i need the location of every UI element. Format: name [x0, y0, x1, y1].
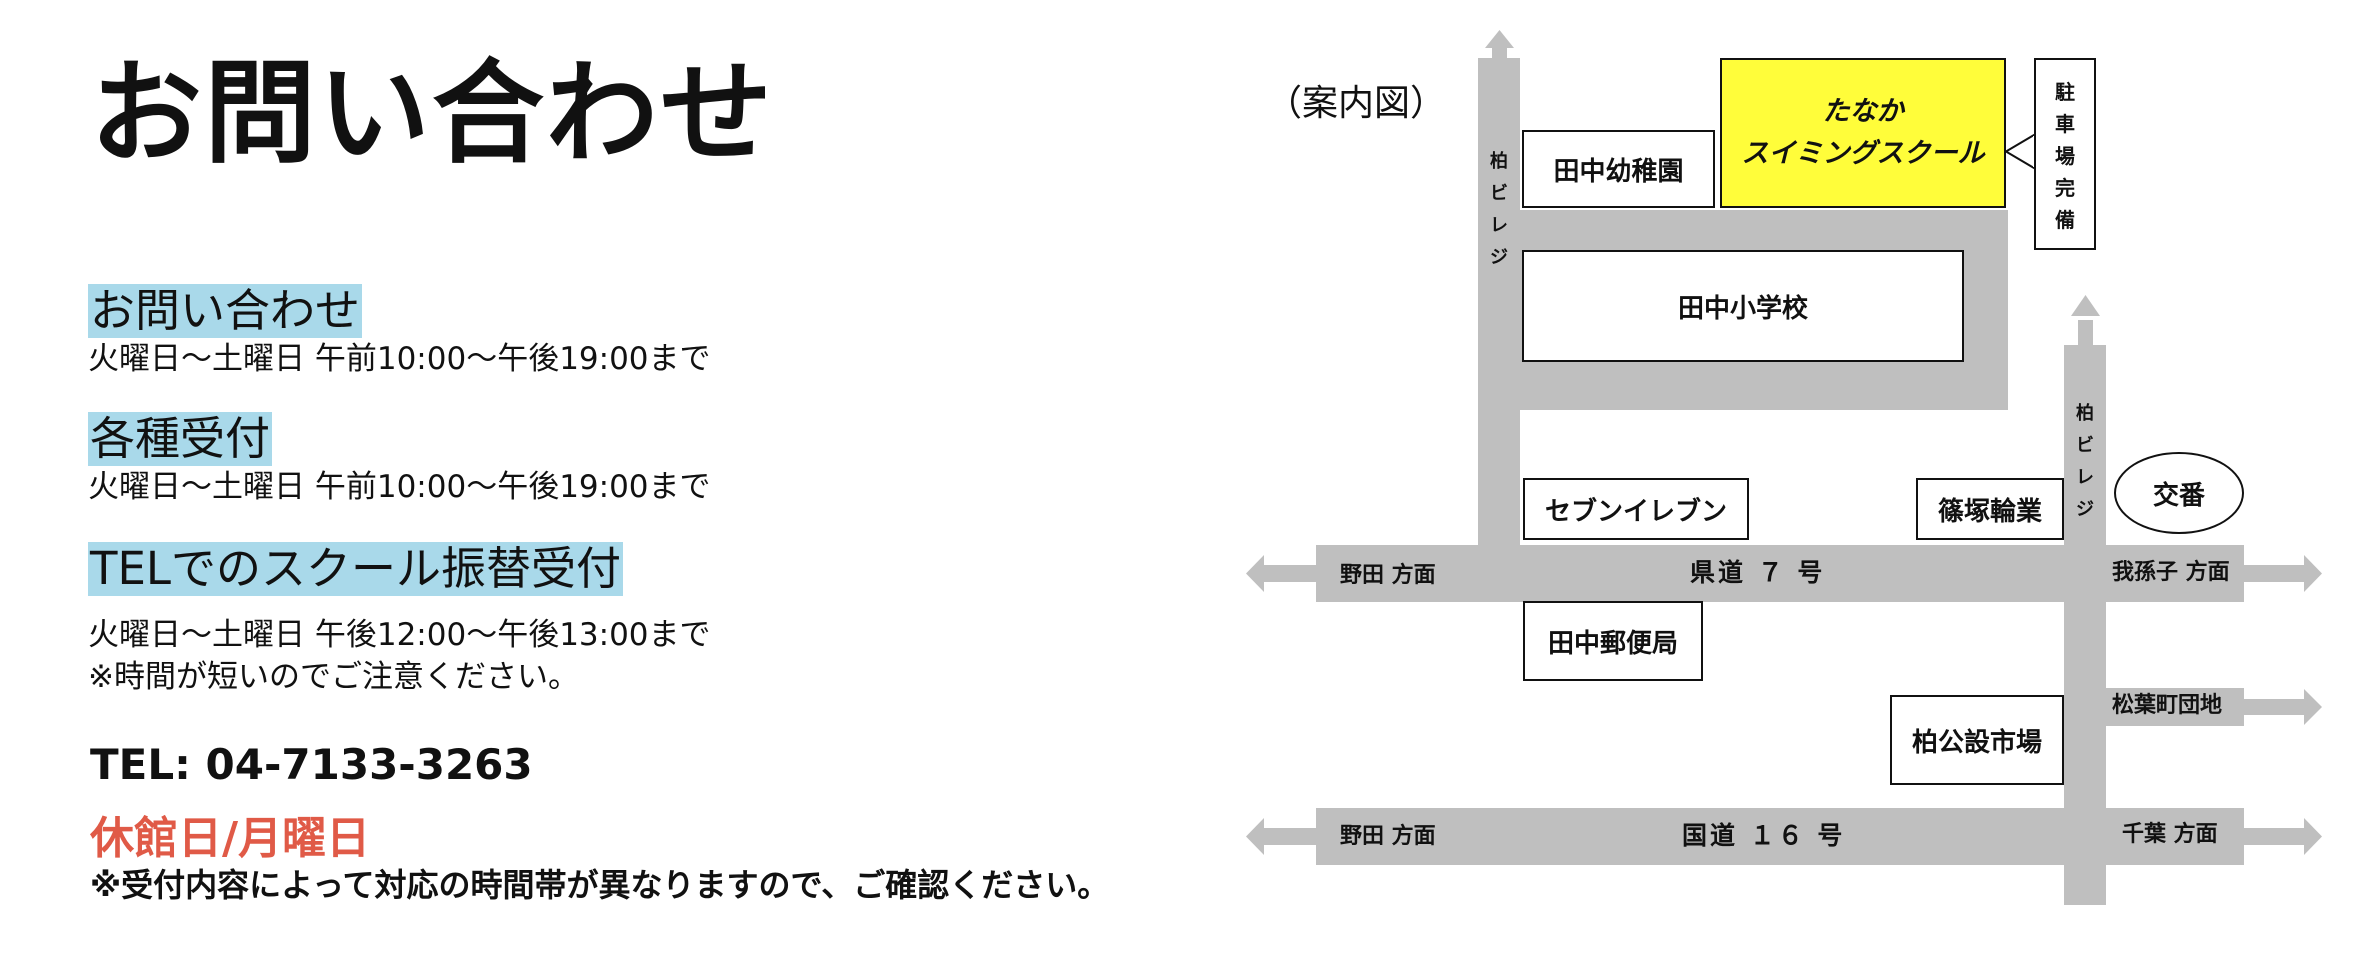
- direction-noda-lower: 野田 方面: [1340, 824, 1436, 849]
- section-inquiry: お問い合わせ 火曜日〜土曜日 午前10:00〜午後19:00まで: [88, 284, 711, 380]
- arrow-west-lower-shaft: [1264, 828, 1316, 845]
- parking-char: 備: [2055, 208, 2075, 232]
- police-box: 交番: [2114, 452, 2244, 534]
- place-label: 交番: [2152, 480, 2205, 511]
- arrow-up-right-shaft: [2078, 320, 2093, 345]
- school-name-line2: スイミングスクール: [1741, 138, 1985, 169]
- side-road-char: レ: [1490, 215, 1508, 236]
- place-label: 田中小学校: [1677, 293, 1808, 324]
- prefectural-road-label: 県道 ７ 号: [1690, 558, 1826, 587]
- direction-chiba: 千葉 方面: [2122, 822, 2218, 847]
- tanaka-kindergarten: 田中幼稚園: [1522, 130, 1715, 208]
- arrow-east-upper-shaft: [2244, 565, 2304, 582]
- closed-day: 休館日/月曜日: [90, 813, 371, 864]
- map-caption: （案内図）: [1266, 83, 1447, 124]
- kashiwa-public-market: 柏公設市場: [1890, 695, 2064, 785]
- tanaka-post-office: 田中郵便局: [1523, 601, 1703, 681]
- seven-eleven: セブンイレブン: [1523, 478, 1749, 540]
- side-road-char: ジ: [2076, 499, 2094, 520]
- side-road-char: ジ: [1490, 247, 1508, 268]
- parking-char: 車: [2055, 112, 2075, 136]
- section-hours: 火曜日〜土曜日 午前10:00〜午後19:00まで: [88, 469, 711, 505]
- arrow-up-left-head: [1485, 30, 1514, 48]
- section-hours: 火曜日〜土曜日 午前10:00〜午後19:00まで: [88, 341, 711, 377]
- road-kashiwa-village-right: [2064, 345, 2106, 905]
- school-name-line1: たなか: [1822, 96, 1904, 127]
- tanaka-swimming-school: たなか スイミングスクール: [1720, 58, 2006, 208]
- arrow-east-middle-shaft: [2244, 699, 2304, 715]
- side-road-char: 柏: [1490, 151, 1508, 172]
- shinozuka-bicycle-shop: 篠塚輪業: [1916, 478, 2064, 540]
- reception-notice: ※受付内容によって対応の時間帯が異なりますので、ご確認ください。: [90, 866, 1110, 904]
- place-label: 柏公設市場: [1911, 727, 2042, 758]
- section-heading: お問い合わせ: [88, 284, 363, 338]
- section-heading: 各種受付: [88, 412, 273, 466]
- parking-pointer: [2004, 133, 2035, 170]
- place-label: セブンイレブン: [1544, 496, 1727, 527]
- arrow-up-right-head: [2071, 295, 2100, 316]
- arrow-east-lower-head: [2304, 818, 2322, 855]
- parking-char: 駐: [2055, 80, 2075, 104]
- tanaka-elementary-school: 田中小学校: [1522, 250, 1964, 362]
- direction-matsubacho: 松葉町団地: [2112, 693, 2223, 718]
- arrow-west-lower-head: [1246, 818, 1264, 855]
- side-road-label-right: 柏 ビ レ ジ: [2073, 398, 2097, 526]
- side-road-char: ビ: [1490, 183, 1508, 204]
- section-heading: TELでのスクール振替受付: [88, 542, 623, 596]
- direction-abiko: 我孫子 方面: [2112, 560, 2230, 585]
- parking-available: 駐 車 場 完 備: [2034, 58, 2096, 250]
- side-road-char: レ: [2076, 467, 2094, 488]
- arrow-west-upper-shaft: [1264, 565, 1316, 582]
- side-road-char: 柏: [2076, 403, 2094, 424]
- section-reception: 各種受付 火曜日〜土曜日 午前10:00〜午後19:00まで: [88, 412, 711, 508]
- side-road-label-left: 柏 ビ レ ジ: [1487, 146, 1511, 274]
- section-note: ※時間が短いのでご注意ください。: [88, 659, 579, 695]
- parking-char: 場: [2055, 144, 2075, 168]
- road-matsubacho: [2064, 688, 2244, 726]
- arrow-east-upper-head: [2304, 555, 2322, 592]
- parking-char: 完: [2055, 176, 2075, 200]
- arrow-east-middle-head: [2304, 689, 2322, 725]
- direction-noda-upper: 野田 方面: [1340, 563, 1436, 588]
- section-tel-transfer: TELでのスクール振替受付 火曜日〜土曜日 午後12:00〜午後13:00まで …: [88, 542, 711, 698]
- arrow-west-upper-head: [1246, 555, 1264, 592]
- place-label: 田中郵便局: [1547, 628, 1678, 659]
- place-label: 田中幼稚園: [1553, 156, 1684, 187]
- page-title: お問い合わせ: [90, 49, 774, 179]
- side-road-char: ビ: [2076, 435, 2094, 456]
- phone-number: TEL: 04-7133-3263: [90, 740, 533, 789]
- national-road-label: 国道 １６ 号: [1682, 821, 1846, 850]
- arrow-east-lower-shaft: [2244, 828, 2304, 845]
- place-label: 篠塚輪業: [1937, 496, 2042, 527]
- section-hours: 火曜日〜土曜日 午後12:00〜午後13:00まで: [88, 617, 711, 653]
